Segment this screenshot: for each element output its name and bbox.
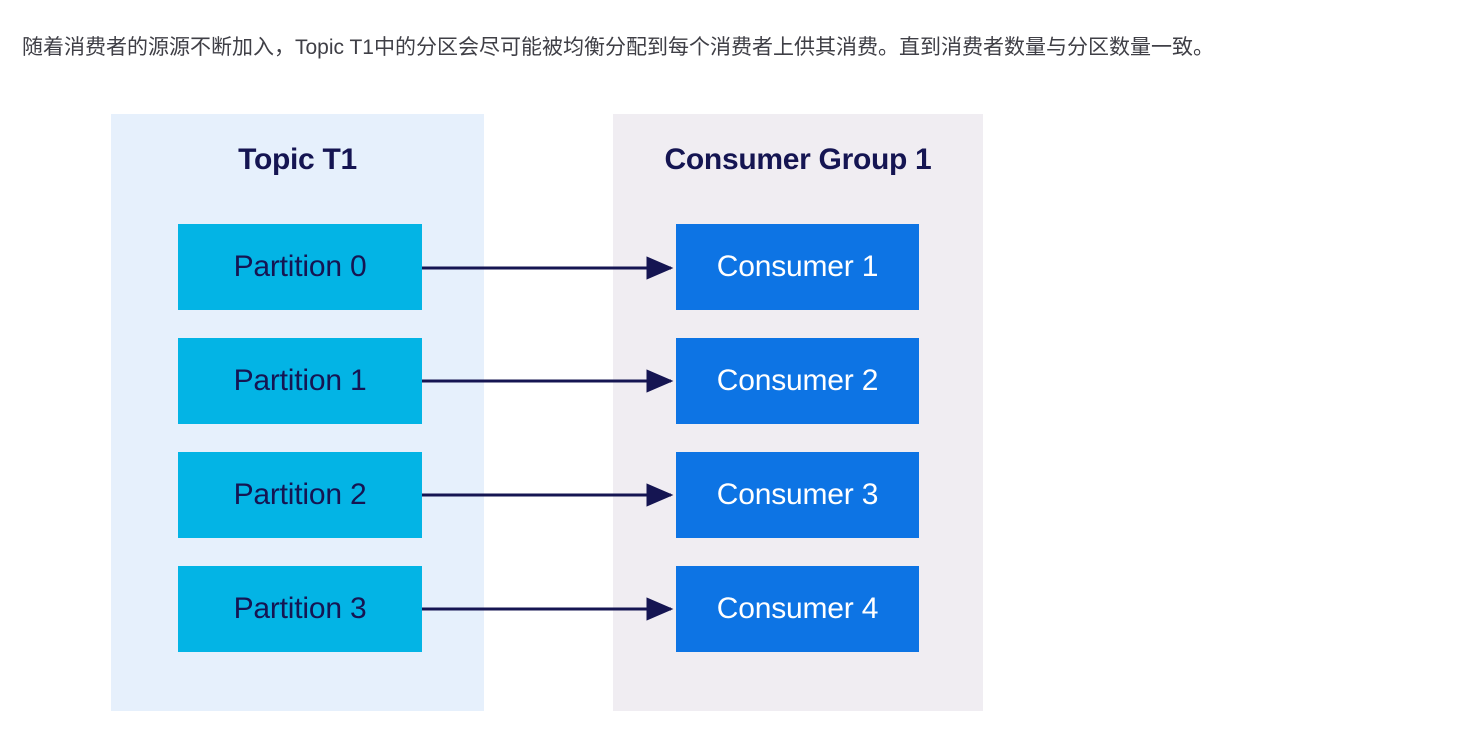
partition-box-2: Partition 2 [178,452,422,538]
consumer-group-panel-title: Consumer Group 1 [664,143,932,176]
partition-box-1: Partition 1 [178,338,422,424]
partition-box-3: Partition 3 [178,566,422,652]
partition-box-0: Partition 0 [178,224,422,310]
topic-panel-title: Topic T1 [238,143,357,176]
consumer-box-2: Consumer 3 [676,452,919,538]
consumer-box-0: Consumer 1 [676,224,919,310]
caption-paragraph: 随着消费者的源源不断加入，Topic T1中的分区会尽可能被均衡分配到每个消费者… [22,36,1214,59]
consumer-box-3: Consumer 4 [676,566,919,652]
consumer-box-1: Consumer 2 [676,338,919,424]
